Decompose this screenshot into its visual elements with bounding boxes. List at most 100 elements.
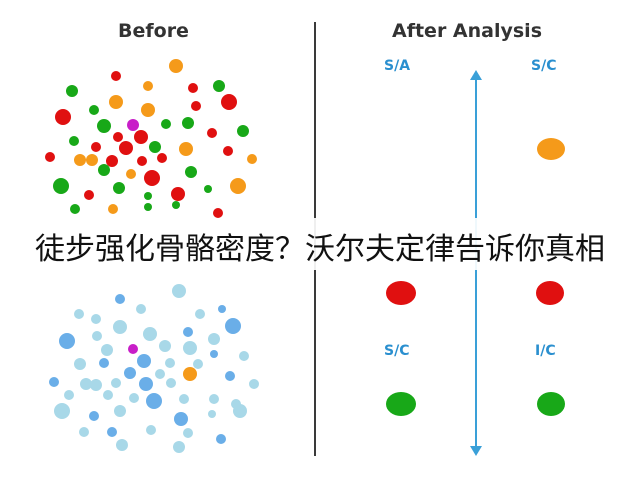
marker-bottom-right-green: [537, 392, 565, 416]
before-top-cluster-dot: [144, 170, 160, 186]
before-top-cluster-dot: [191, 101, 201, 111]
before-bottom-cluster-dot: [249, 379, 259, 389]
before-top-cluster-dot: [144, 192, 152, 200]
before-bottom-cluster-dot: [129, 393, 139, 403]
before-top-cluster-dot: [119, 141, 133, 155]
before-top-cluster-dot: [111, 71, 121, 81]
before-top-cluster-dot: [69, 136, 79, 146]
before-bottom-cluster-dot: [183, 327, 193, 337]
after-analysis-heading: After Analysis: [392, 20, 543, 42]
before-bottom-cluster-dot: [114, 405, 126, 417]
before-top-cluster-dot: [230, 178, 246, 194]
before-top-cluster-dot: [74, 154, 86, 166]
before-top-cluster-dot: [237, 125, 249, 137]
before-top-cluster-dot: [157, 153, 167, 163]
before-bottom-cluster-dot: [74, 358, 86, 370]
before-top-cluster-dot: [169, 59, 183, 73]
before-bottom-cluster-dot: [239, 351, 249, 361]
before-top-cluster-dot: [213, 208, 223, 218]
before-bottom-cluster-dot: [195, 309, 205, 319]
before-bottom-cluster-dot: [193, 359, 203, 369]
before-bottom-cluster-dot: [155, 369, 165, 379]
before-bottom-cluster-dot: [113, 320, 127, 334]
before-bottom-cluster-dot: [146, 425, 156, 435]
before-top-cluster-dot: [45, 152, 55, 162]
before-bottom-cluster-dot: [80, 378, 92, 390]
before-top-cluster-dot: [109, 95, 123, 109]
before-top-cluster-dot: [55, 109, 71, 125]
before-top-cluster-dot: [98, 164, 110, 176]
before-bottom-cluster-dot: [124, 367, 136, 379]
before-bottom-cluster-dot: [179, 394, 189, 404]
before-top-cluster-dot: [70, 204, 80, 214]
before-top-cluster-dot: [247, 154, 257, 164]
before-bottom-cluster-dot: [146, 393, 162, 409]
before-top-cluster-dot: [207, 128, 217, 138]
quadrant-label-top-right: S/C: [531, 58, 557, 74]
before-bottom-cluster-dot: [136, 304, 146, 314]
before-bottom-cluster-dot: [99, 358, 109, 368]
before-top-cluster-dot: [53, 178, 69, 194]
before-bottom-cluster-dot: [90, 379, 102, 391]
before-bottom-cluster-dot: [208, 410, 216, 418]
before-bottom-cluster-dot: [225, 318, 241, 334]
before-top-cluster-dot: [126, 169, 136, 179]
before-top-cluster-dot: [84, 190, 94, 200]
before-top-cluster-dot: [91, 142, 101, 152]
before-top-cluster-dot: [144, 203, 152, 211]
before-bottom-cluster-dot: [233, 404, 247, 418]
before-bottom-cluster-dot: [79, 427, 89, 437]
marker-middle-left-red: [386, 281, 416, 305]
before-top-cluster-dot: [221, 94, 237, 110]
before-top-cluster-dot: [204, 185, 212, 193]
before-bottom-cluster-dot: [218, 305, 226, 313]
before-top-cluster-dot: [86, 154, 98, 166]
before-top-cluster-dot: [113, 132, 123, 142]
before-bottom-cluster-dot: [54, 403, 70, 419]
before-top-cluster-dot: [106, 155, 118, 167]
before-bottom-cluster-dot: [103, 390, 113, 400]
before-top-cluster-dot: [179, 142, 193, 156]
before-top-cluster-dot: [141, 103, 155, 117]
marker-middle-right-red: [536, 281, 564, 305]
before-top-cluster-dot: [188, 83, 198, 93]
before-top-cluster-dot: [149, 141, 161, 153]
before-bottom-cluster-dot: [115, 294, 125, 304]
before-bottom-cluster-dot: [210, 350, 218, 358]
before-bottom-cluster-dot: [165, 358, 175, 368]
quadrant-label-top-left: S/A: [384, 58, 411, 74]
before-bottom-cluster-dot: [64, 390, 74, 400]
before-top-cluster-dot: [182, 117, 194, 129]
before-bottom-cluster-dot: [101, 344, 113, 356]
before-bottom-cluster-dot: [159, 340, 171, 352]
before-top-cluster-dot: [171, 187, 185, 201]
before-bottom-cluster-dot: [107, 427, 117, 437]
caption-overlay-text: 徒步强化骨骼密度？沃尔夫定律告诉你真相: [35, 232, 605, 267]
marker-top-right-orange: [537, 138, 565, 160]
before-bottom-cluster-dot: [183, 341, 197, 355]
before-bottom-cluster-dot: [183, 428, 193, 438]
before-top-cluster-dot: [127, 119, 139, 131]
before-bottom-cluster-dot: [225, 371, 235, 381]
before-top-cluster-dot: [66, 85, 78, 97]
caption-overlay-band: [0, 218, 640, 270]
before-bottom-cluster-dot: [111, 378, 121, 388]
before-bottom-cluster-dot: [143, 327, 157, 341]
before-heading: Before: [118, 20, 189, 42]
before-bottom-cluster-dot: [208, 333, 220, 345]
before-bottom-cluster-dot: [139, 377, 153, 391]
quadrant-label-bottom-left: S/C: [384, 343, 410, 359]
before-top-cluster-dot: [97, 119, 111, 133]
before-top-cluster-dot: [161, 119, 171, 129]
before-top-cluster-dot: [185, 166, 197, 178]
quadrant-label-bottom-right: I/C: [535, 343, 556, 359]
before-bottom-cluster-dot: [116, 439, 128, 451]
before-bottom-cluster-dot: [89, 411, 99, 421]
before-bottom-cluster-dot: [91, 314, 101, 324]
before-top-cluster-dot: [108, 204, 118, 214]
before-bottom-cluster-dot: [128, 344, 138, 354]
before-bottom-cluster-dot: [74, 309, 84, 319]
before-top-cluster-dot: [137, 156, 147, 166]
arrow-down-icon: [470, 446, 482, 456]
